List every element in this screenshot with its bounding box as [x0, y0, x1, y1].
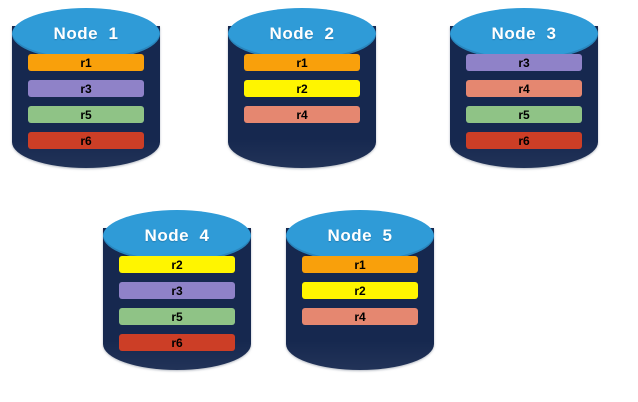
- replica-list: r2 r3 r5 r6: [103, 256, 251, 351]
- replica-bar[interactable]: r3: [28, 80, 144, 97]
- node-label: Node 2: [269, 24, 335, 43]
- node-label: Node 5: [327, 226, 393, 245]
- replica-bar[interactable]: r3: [466, 54, 582, 71]
- replica-bar[interactable]: r5: [28, 106, 144, 123]
- replica-bar[interactable]: r5: [466, 106, 582, 123]
- cylinder-top-ellipse: [450, 8, 598, 60]
- replica-bar[interactable]: r4: [466, 80, 582, 97]
- cylinder-top-ellipse: [12, 8, 160, 60]
- cylinder-bottom-shade: [228, 138, 376, 168]
- cylinder-top-ellipse: [286, 210, 434, 262]
- node-label: Node 1: [53, 24, 119, 43]
- cylinder-bottom-shade: [286, 340, 434, 370]
- replica-list: r1 r3 r5 r6: [12, 54, 160, 149]
- replica-bar[interactable]: r4: [244, 106, 360, 123]
- replica-bar[interactable]: r3: [119, 282, 235, 299]
- database-node-1[interactable]: Node 1 r1 r3 r5 r6: [12, 8, 160, 186]
- node-label: Node 3: [491, 24, 557, 43]
- cylinder-top-ellipse: [103, 210, 251, 262]
- cylinder-top-ellipse: [228, 8, 376, 60]
- replica-list: r3 r4 r5 r6: [450, 54, 598, 149]
- replica-bar[interactable]: r1: [244, 54, 360, 71]
- replica-list: r1 r2 r4: [286, 256, 434, 325]
- replica-bar[interactable]: r2: [244, 80, 360, 97]
- replica-list: r1 r2 r4: [228, 54, 376, 123]
- database-node-2[interactable]: Node 2 r1 r2 r4: [228, 8, 376, 186]
- replica-bar[interactable]: r2: [119, 256, 235, 273]
- database-node-5[interactable]: Node 5 r1 r2 r4: [286, 210, 434, 388]
- database-node-3[interactable]: Node 3 r3 r4 r5 r6: [450, 8, 598, 186]
- replica-bar[interactable]: r6: [28, 132, 144, 149]
- replica-bar[interactable]: r6: [119, 334, 235, 351]
- node-label: Node 4: [144, 226, 210, 245]
- replica-bar[interactable]: r1: [28, 54, 144, 71]
- replica-bar[interactable]: r6: [466, 132, 582, 149]
- replica-bar[interactable]: r1: [302, 256, 418, 273]
- replica-bar[interactable]: r2: [302, 282, 418, 299]
- replica-bar[interactable]: r4: [302, 308, 418, 325]
- replica-bar[interactable]: r5: [119, 308, 235, 325]
- database-node-4[interactable]: Node 4 r2 r3 r5 r6: [103, 210, 251, 388]
